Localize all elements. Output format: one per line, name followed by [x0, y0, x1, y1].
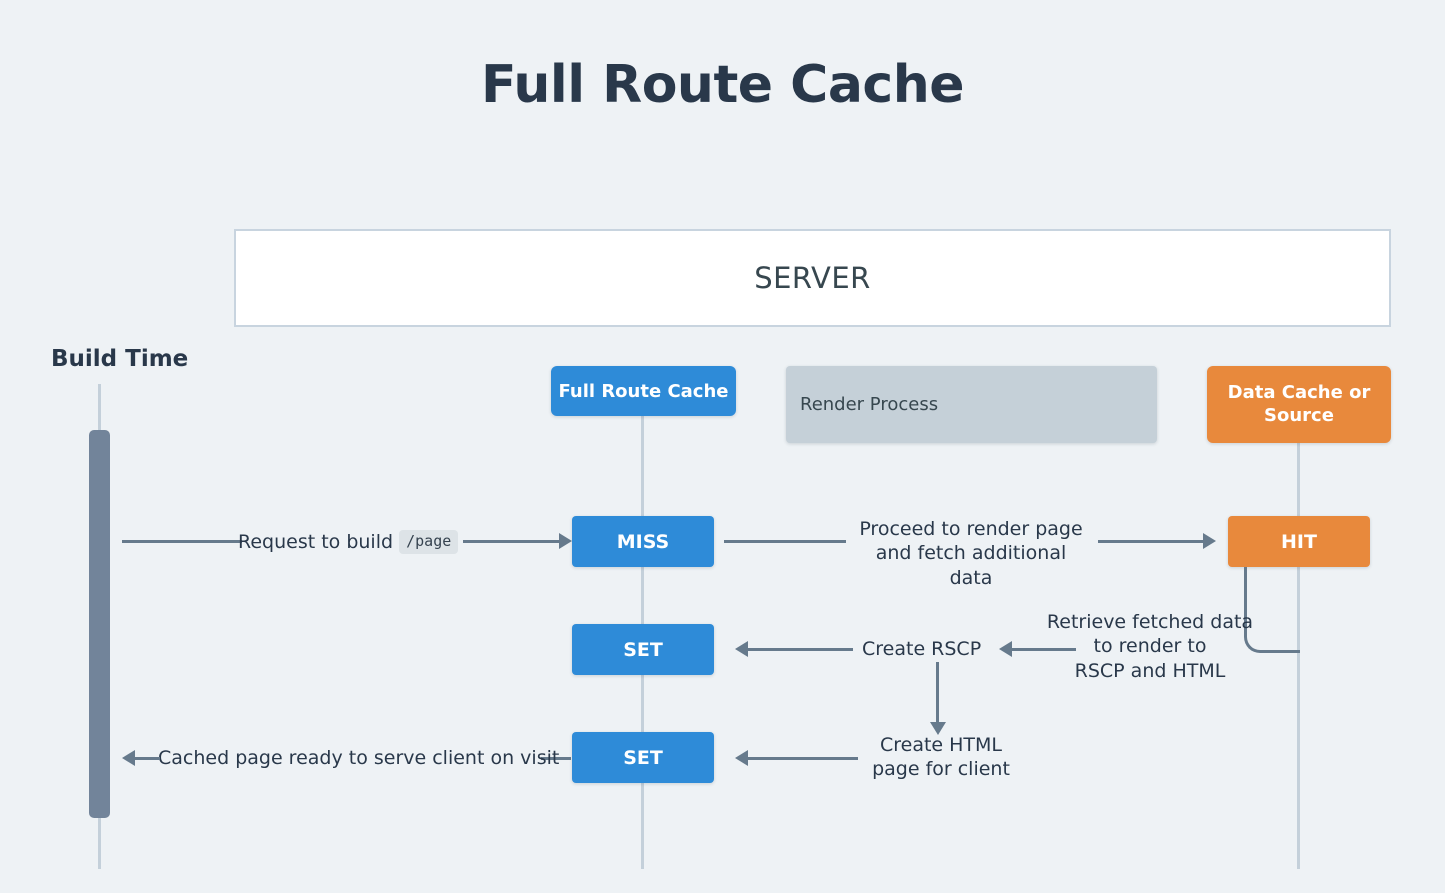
- request-line-right: [463, 540, 561, 543]
- create-html-line1: Create HTML: [879, 734, 1003, 756]
- data-cache-node: Data Cache or Source: [1207, 366, 1391, 443]
- proceed-line2: and fetch additional data: [875, 542, 1067, 589]
- create-html-line: [748, 757, 858, 760]
- request-line-left: [122, 540, 242, 543]
- proceed-line-left: [724, 540, 846, 543]
- request-path-code: /page: [399, 530, 459, 555]
- set-rscp-node: SET: [572, 624, 714, 675]
- message-proceed-render: Proceed to render page and fetch additio…: [852, 517, 1090, 590]
- server-label: SERVER: [754, 261, 871, 295]
- build-time-activation-bar: [89, 430, 110, 818]
- render-process-node: Render Process: [786, 366, 1157, 443]
- retrieve-line2: to render to: [1093, 635, 1207, 658]
- retrieve-arrow-icon: [999, 641, 1012, 657]
- proceed-line1: Proceed to render page: [859, 518, 1083, 540]
- create-rscp-line: [748, 648, 853, 651]
- message-cached-page-ready: Cached page ready to serve client on vis…: [158, 747, 560, 769]
- proceed-line-right: [1098, 540, 1204, 543]
- message-retrieve-fetched-data: Retrieve fetched data to render to RSCP …: [1040, 610, 1260, 683]
- cached-arrow-icon: [122, 750, 135, 766]
- data-cache-label-line2: Source: [1264, 404, 1334, 426]
- rscp-to-html-line: [936, 662, 939, 724]
- request-label-text: Request to build: [238, 531, 394, 553]
- cached-line-left: [135, 757, 160, 760]
- create-html-arrow-icon: [735, 750, 748, 766]
- retrieve-line: [1012, 648, 1076, 651]
- set-html-node: SET: [572, 732, 714, 783]
- rscp-to-html-arrow-icon: [930, 722, 946, 735]
- miss-node: MISS: [572, 516, 714, 567]
- message-create-html: Create HTML page for client: [866, 733, 1016, 782]
- hit-node: HIT: [1228, 516, 1370, 567]
- message-request-to-build: Request to build /page: [238, 530, 459, 555]
- message-create-rscp: Create RSCP: [862, 638, 982, 660]
- data-cache-lifeline: [1297, 443, 1300, 869]
- retrieve-line1: Retrieve fetched data: [1046, 611, 1254, 633]
- server-container: SERVER: [234, 229, 1391, 327]
- request-arrow-icon: [559, 533, 572, 549]
- create-html-line2: page for client: [872, 758, 1010, 781]
- create-rscp-arrow-icon: [735, 641, 748, 657]
- retrieve-line3: RSCP and HTML: [1074, 659, 1226, 682]
- proceed-arrow-icon: [1203, 533, 1216, 549]
- page-title: Full Route Cache: [480, 55, 965, 115]
- data-cache-label: Data Cache or Source: [1228, 382, 1371, 427]
- full-route-cache-node: Full Route Cache: [551, 366, 736, 416]
- build-time-label: Build Time: [51, 346, 189, 372]
- cached-line-right: [541, 757, 571, 760]
- data-cache-label-line1: Data Cache or: [1227, 382, 1371, 403]
- hit-to-render-elbow-connector: [1244, 567, 1300, 653]
